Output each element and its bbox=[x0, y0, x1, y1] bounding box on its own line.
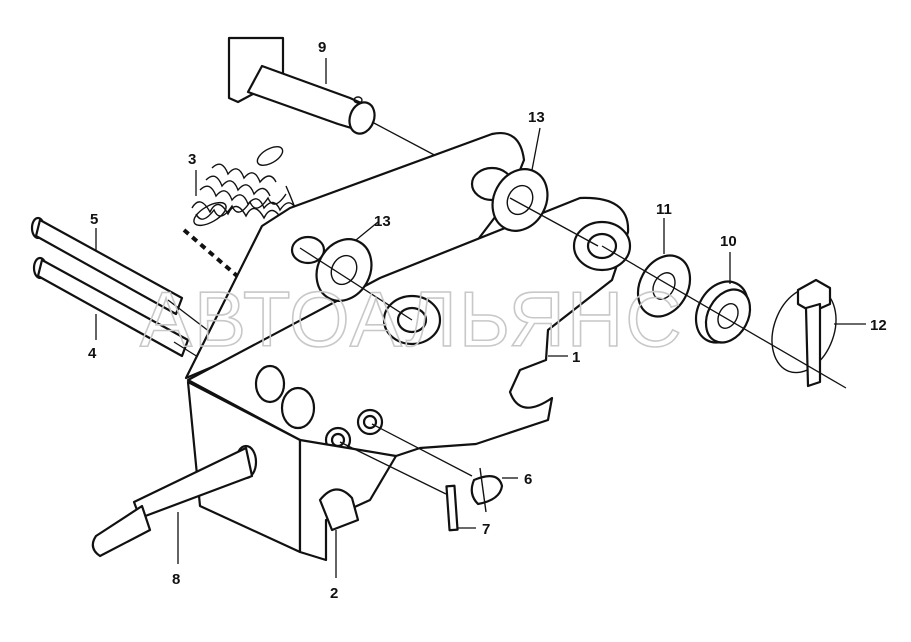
part-13-washer-lower bbox=[299, 221, 413, 321]
part-10-bushing bbox=[694, 252, 752, 344]
callout-10: 10 bbox=[720, 233, 737, 250]
callout-11: 11 bbox=[656, 201, 672, 218]
part-4-rod bbox=[32, 256, 207, 363]
callout-13-lower: 13 bbox=[374, 213, 391, 230]
part-11-washer bbox=[636, 218, 692, 318]
callout-4: 4 bbox=[88, 345, 97, 362]
callout-8: 8 bbox=[172, 571, 180, 588]
part-8-lever bbox=[91, 444, 258, 564]
watermark-text: АВТОАЛЬЯНС bbox=[140, 275, 684, 363]
callout-13-upper: 13 bbox=[528, 109, 545, 126]
callout-12: 12 bbox=[870, 317, 887, 334]
part-5-rod bbox=[30, 216, 211, 333]
callout-2: 2 bbox=[330, 585, 338, 602]
part-2-hook bbox=[318, 488, 360, 578]
part-9-pin bbox=[227, 36, 441, 159]
part-6-lynch-pin bbox=[371, 423, 518, 513]
callout-5: 5 bbox=[90, 211, 98, 228]
callout-3: 3 bbox=[188, 151, 196, 168]
part-7-roll-pin bbox=[339, 441, 476, 532]
callout-7: 7 bbox=[482, 521, 490, 538]
callout-6: 6 bbox=[524, 471, 532, 488]
callout-1: 1 bbox=[572, 349, 580, 366]
callout-9: 9 bbox=[318, 39, 326, 56]
part-13-washer-upper bbox=[491, 127, 599, 247]
part-12-lock-pin bbox=[771, 278, 866, 388]
